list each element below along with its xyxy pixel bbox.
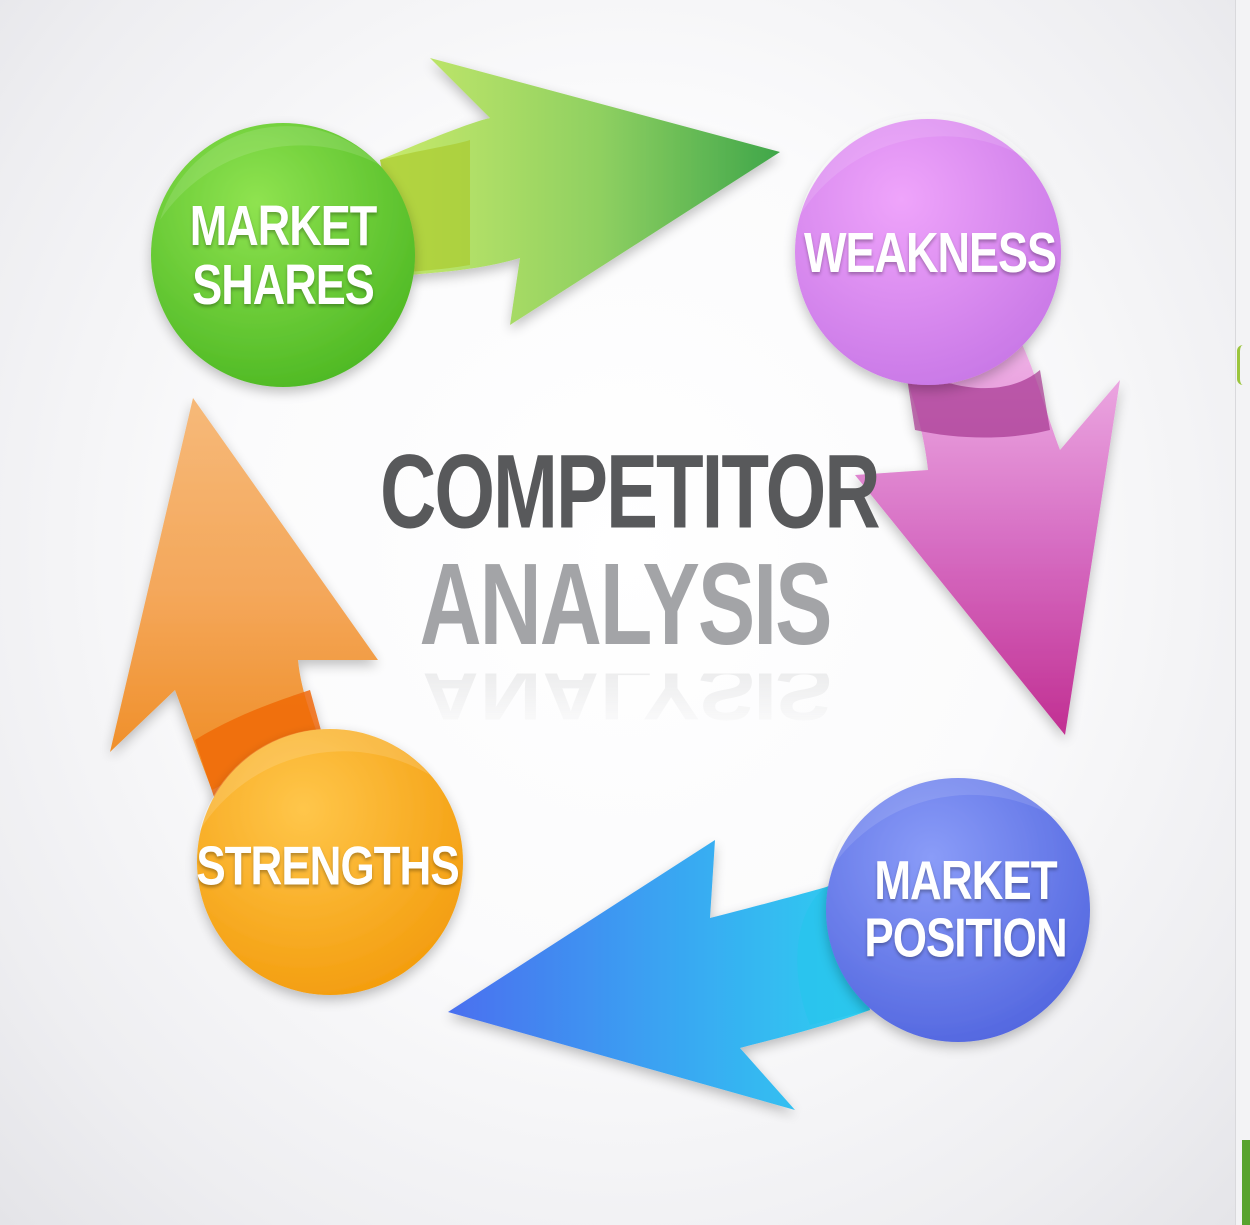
title-analysis-reflection: ANALYSIS: [419, 673, 831, 736]
market-position-circle: [826, 771, 1090, 1042]
blue-arrow: [448, 840, 870, 1110]
market-position-label-line-2: POSITION: [864, 907, 1067, 969]
green-arrow: [380, 58, 780, 325]
market-shares-circle: [151, 123, 415, 387]
right-edge-strip: [1235, 0, 1250, 1225]
market-shares-label-line-1: MARKET: [189, 193, 377, 258]
weakness-circle: [795, 113, 1061, 385]
purple-arrow: [855, 340, 1120, 735]
strengths-circle: [197, 728, 463, 995]
edge-mark-top: [1237, 345, 1248, 385]
edge-mark-bottom: [1242, 1140, 1250, 1225]
title-competitor: COMPETITOR: [380, 431, 881, 551]
market-shares-label: MARKET SHARES: [168, 196, 398, 314]
market-position-label: MARKET POSITION: [858, 851, 1073, 967]
title-analysis: ANALYSIS: [419, 540, 833, 670]
diagram-title: COMPETITOR ANALYSIS ANALYSIS: [380, 438, 881, 740]
weakness-label-line-1: WEAKNESS: [803, 220, 1057, 285]
weakness-label: WEAKNESS: [803, 218, 1057, 287]
strengths-label-line-1: STRENGTHS: [196, 836, 459, 898]
strengths-label: STRENGTHS: [196, 833, 459, 902]
market-position-label-line-1: MARKET: [874, 849, 1057, 912]
orange-arrow: [110, 398, 378, 800]
market-shares-label-line-2: SHARES: [192, 252, 375, 317]
